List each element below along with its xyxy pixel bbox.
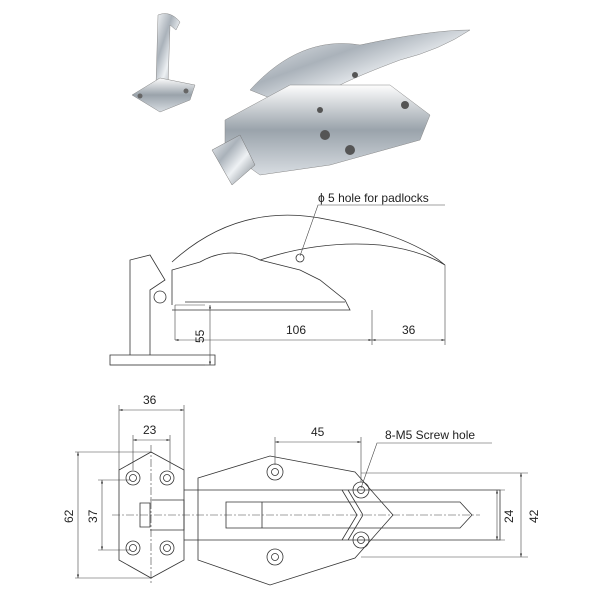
- dim-24: 24: [502, 509, 516, 523]
- dim-36-side: 36: [402, 323, 416, 337]
- latch-photo: [211, 29, 471, 186]
- dim-37: 37: [86, 509, 100, 523]
- dim-36-top: 36: [143, 393, 157, 407]
- dim-106: 106: [286, 323, 306, 337]
- dim-45: 45: [311, 425, 325, 439]
- dim-62: 62: [62, 509, 76, 523]
- body-holes: [266, 463, 370, 566]
- dim-23: 23: [143, 423, 157, 437]
- striker-holes: [125, 470, 175, 556]
- dim-42: 42: [527, 509, 541, 523]
- screw-hole-note: 8-M5 Screw hole: [385, 428, 475, 442]
- latch-body: [197, 455, 394, 586]
- padlock-hole-note: ϕ 5 hole for padlocks: [318, 191, 429, 205]
- top-view: 36 23 62 37 45 8-M5 Screw hole 24 42: [62, 393, 541, 586]
- side-view: ϕ 5 hole for padlocks 55 106 36: [109, 191, 446, 366]
- striker-photo: [131, 13, 196, 113]
- dim-55: 55: [193, 329, 207, 343]
- product-photo: [131, 13, 471, 186]
